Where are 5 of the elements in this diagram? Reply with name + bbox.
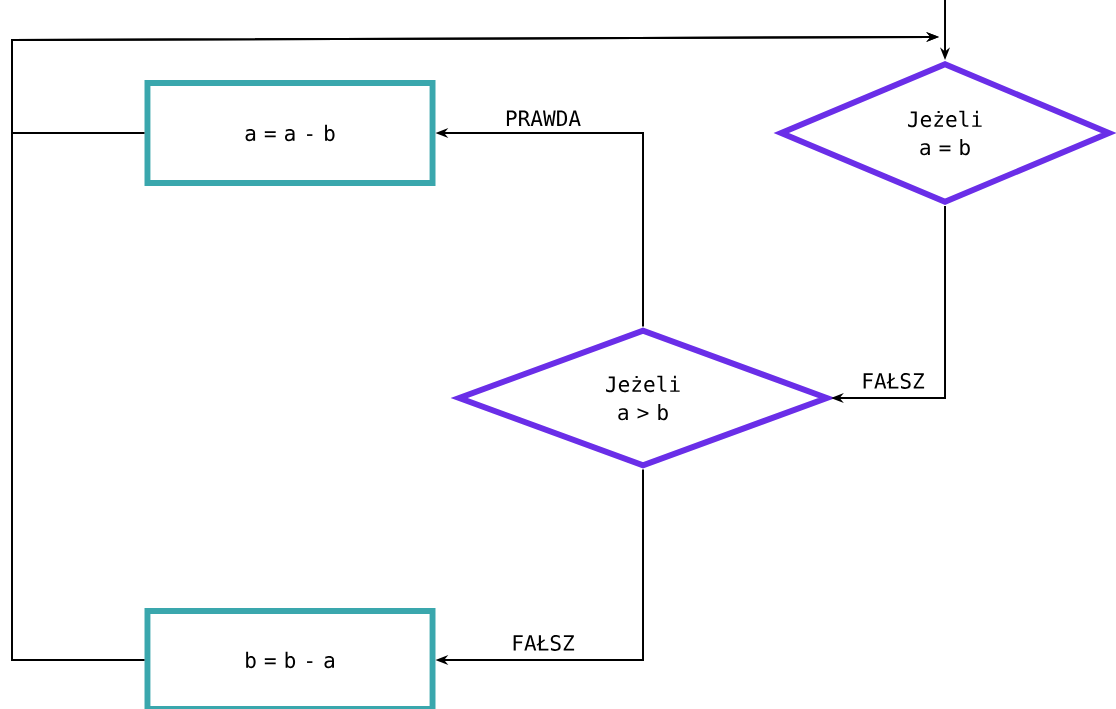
edge-label: PRAWDA <box>502 107 584 129</box>
edge-label: FAŁSZ <box>508 632 578 654</box>
process-box: b = b - a <box>144 608 436 709</box>
edge-label: FAŁSZ <box>858 370 928 392</box>
process-box: a = a - b <box>144 80 436 186</box>
